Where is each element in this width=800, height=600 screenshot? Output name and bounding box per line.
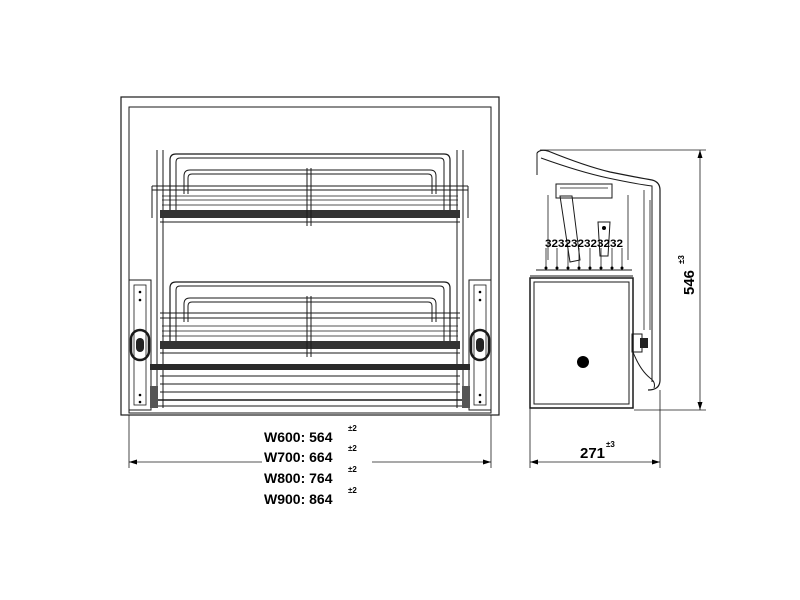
lower-basket	[160, 281, 460, 357]
left-side-rail	[128, 150, 164, 411]
width-dim-label: W800: 764	[264, 470, 333, 486]
depth-dim-tolerance: ±3	[606, 440, 615, 449]
depth-dim-value: 271	[580, 445, 605, 462]
front-view	[120, 96, 500, 468]
cabinet-inner-frame	[128, 106, 492, 414]
height-dimension-label: 546 ±3	[677, 255, 698, 295]
side-view: 323232323232	[529, 149, 706, 468]
side-knob	[577, 356, 589, 368]
width-dimension	[128, 415, 492, 468]
bottom-handle-bar	[150, 364, 470, 408]
width-dim-tolerance: ±2	[348, 424, 357, 433]
height-dim-tolerance: ±3	[677, 255, 686, 264]
width-dim-tolerance: ±2	[348, 465, 357, 474]
width-dim-label: W900: 864	[264, 491, 333, 507]
depth-dimension-label: 271 ±3	[580, 440, 615, 462]
height-dim-value: 546	[681, 270, 698, 295]
width-dim-label: W700: 664	[264, 449, 333, 465]
width-dimension-labels: W600: 564 ±2 W700: 664 ±2 W800: 764 ±2 W…	[264, 424, 357, 507]
depth-dimension	[529, 390, 661, 468]
width-dim-label: W600: 564	[264, 429, 333, 445]
height-dimension	[540, 149, 706, 411]
width-dim-tolerance: ±2	[348, 486, 357, 495]
adjustment-marks-text: 323232323232	[545, 238, 623, 250]
side-box	[529, 277, 634, 409]
upper-basket	[151, 153, 469, 226]
right-mechanism	[469, 328, 491, 362]
width-dim-tolerance: ±2	[348, 444, 357, 453]
cabinet-frame	[120, 96, 500, 416]
right-side-rail	[456, 150, 492, 411]
adjustment-marks: 323232323232	[536, 238, 632, 271]
left-mechanism	[129, 328, 151, 362]
